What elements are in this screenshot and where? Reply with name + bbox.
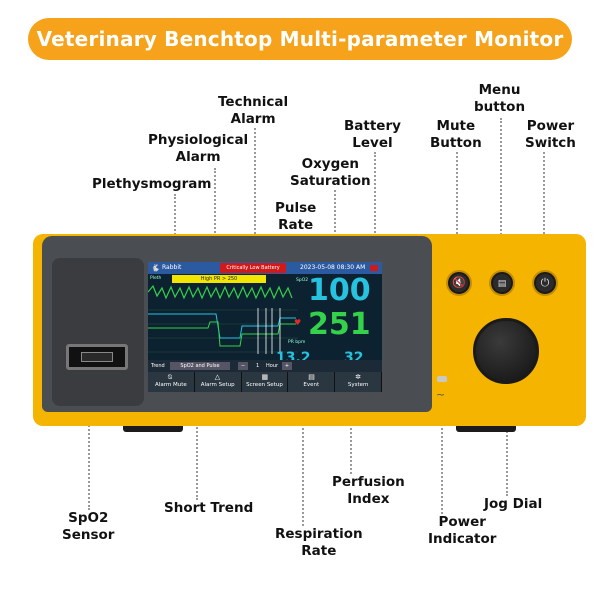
jog-dial[interactable] [473, 318, 539, 384]
gear-icon: ✲ [355, 373, 361, 381]
bell-mute-icon: ⍉ [167, 373, 173, 381]
event-softkey[interactable]: ▤Event [288, 372, 336, 392]
document-icon: ▤ [497, 279, 507, 289]
screen-setup-softkey[interactable]: ▦Screen Setup [242, 372, 289, 392]
waveform-area [148, 284, 298, 354]
patient-type: Rabbit [162, 264, 182, 271]
plethysmogram-wave [148, 284, 293, 300]
alarm-setup-softkey[interactable]: △Alarm Setup [195, 372, 242, 392]
pulse-rate-value: 251 [308, 307, 371, 342]
technical-alarm-banner[interactable]: Critically Low Battery [220, 263, 286, 273]
leader-respiration-rate [302, 364, 304, 526]
leader-spo2-sensor [88, 370, 90, 510]
leader-power-switch [543, 152, 545, 270]
callout-spo2-sensor: SpO2 Sensor [62, 510, 115, 543]
trend-bar: Trend SpO2 and Pulse − 1 Hour + [148, 360, 382, 372]
leader-physiological-alarm [214, 168, 216, 264]
mute-button[interactable]: 🔇 [448, 272, 470, 294]
event-icon: ▤ [308, 373, 315, 381]
status-bar: 🐇 Rabbit Critically Low Battery 2023-05-… [148, 262, 382, 274]
system-softkey[interactable]: ✲System [335, 372, 382, 392]
callout-physiological-alarm: Physiological Alarm [148, 132, 249, 165]
leader-oxygen-saturation [334, 190, 336, 272]
housing-foot-right [456, 426, 516, 432]
leader-mute-button [456, 152, 458, 270]
pr-unit-label: PR bpm [288, 340, 306, 345]
callout-oxygen-saturation: Oxygen Saturation [290, 156, 371, 189]
callout-jog-dial: Jog Dial [484, 496, 543, 512]
power-icon: ⏻ [540, 276, 550, 289]
datetime: 2023-05-08 08:30 AM [300, 264, 366, 271]
trend-select[interactable]: SpO2 and Pulse [170, 362, 230, 370]
power-indicator-led [437, 376, 447, 382]
housing-foot-left [123, 426, 183, 432]
callout-technical-alarm: Technical Alarm [218, 94, 289, 127]
callout-power-switch: Power Switch [525, 118, 576, 151]
pleth-label: Pleth [150, 276, 162, 281]
leader-jog-dial [506, 384, 508, 496]
short-trend-spo2-line [148, 313, 296, 339]
ac-power-icon: ~ [436, 388, 446, 401]
monitor-screen[interactable]: 🐇 Rabbit Critically Low Battery 2023-05-… [148, 262, 382, 392]
callout-power-indicator: Power Indicator [428, 514, 497, 547]
menu-button[interactable]: ▤ [491, 272, 513, 294]
power-switch[interactable]: ⏻ [534, 272, 556, 294]
soft-key-bar: ⍉Alarm Mute △Alarm Setup ▦Screen Setup ▤… [148, 372, 382, 392]
callout-respiration-rate: Respiration Rate [275, 526, 363, 559]
trend-label: Trend [151, 363, 165, 369]
callout-short-trend: Short Trend [164, 500, 254, 516]
page-title: Veterinary Benchtop Multi-parameter Moni… [28, 18, 572, 60]
battery-icon [370, 265, 378, 271]
leader-battery-level [374, 152, 376, 260]
callout-menu-button: Menu button [474, 82, 526, 115]
trend-minus-button[interactable]: − [238, 362, 248, 370]
grid-icon: ▦ [261, 373, 269, 381]
callout-pulse-rate: Pulse Rate [275, 200, 317, 233]
spo2-connector[interactable] [66, 344, 128, 370]
heart-icon: ♥ [294, 318, 302, 327]
spo2-sensor-port [52, 258, 144, 406]
trend-unit: Hour [266, 363, 279, 369]
leader-technical-alarm [254, 128, 256, 258]
alarm-mute-softkey[interactable]: ⍉Alarm Mute [148, 372, 195, 392]
spo2-value: 100 [308, 273, 371, 308]
callout-battery-level: Battery Level [344, 118, 401, 151]
speaker-muted-icon: 🔇 [452, 276, 466, 289]
trend-plus-button[interactable]: + [282, 362, 292, 370]
physiological-alarm-banner[interactable]: High PR > 250 [172, 275, 266, 283]
spo2-label: SpO2 [296, 278, 309, 283]
callout-plethysmogram: Plethysmogram [92, 176, 212, 192]
patient-icon: 🐇 [151, 264, 160, 272]
callout-mute-button: Mute Button [430, 118, 482, 151]
short-trend-pulse-line [148, 321, 296, 347]
leader-power-indicator [441, 384, 443, 514]
bell-icon: △ [214, 373, 221, 381]
leader-menu-button [500, 118, 502, 270]
callout-perfusion-index: Perfusion Index [332, 474, 405, 507]
trend-value: 1 [256, 363, 260, 369]
